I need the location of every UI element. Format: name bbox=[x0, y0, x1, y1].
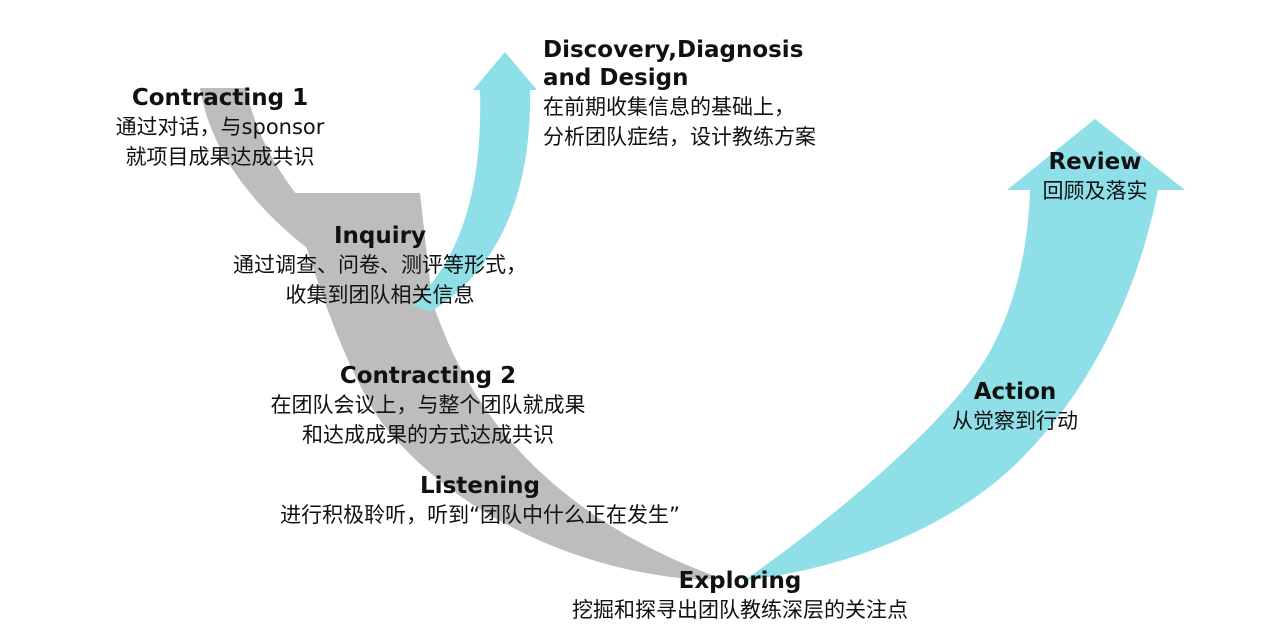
gray-band-wide bbox=[290, 193, 720, 580]
step-listening: Listening 进行积极聆听，听到“团队中什么正在发生” bbox=[190, 472, 770, 530]
step-inquiry: Inquiry 通过调查、问卷、测评等形式， 收集到团队相关信息 bbox=[170, 222, 590, 310]
cyan-arrow-review bbox=[745, 119, 1185, 580]
step-desc: 挖掘和探寻出团队教练深层的关注点 bbox=[572, 598, 908, 622]
step-contracting-2: Contracting 2 在团队会议上，与整个团队就成果 和达成成果的方式达成… bbox=[208, 362, 648, 450]
step-title: Review bbox=[1048, 149, 1142, 175]
cyan-arrow-discovery bbox=[412, 52, 537, 312]
step-desc: 在前期收集信息的基础上， bbox=[543, 95, 795, 119]
step-desc: 和达成成果的方式达成共识 bbox=[302, 423, 554, 447]
step-desc: 回顾及落实 bbox=[1042, 179, 1148, 203]
step-title: Action bbox=[973, 379, 1057, 405]
step-desc: 收集到团队相关信息 bbox=[285, 283, 475, 307]
step-title: Contracting 1 bbox=[131, 85, 309, 111]
step-desc: 在团队会议上，与整个团队就成果 bbox=[270, 393, 586, 417]
step-action: Action 从觉察到行动 bbox=[915, 378, 1115, 436]
step-desc: 进行积极聆听，听到“团队中什么正在发生” bbox=[280, 503, 680, 527]
step-desc: 分析团队症结，设计教练方案 bbox=[543, 125, 816, 149]
step-desc: 通过对话，与sponsor bbox=[115, 115, 325, 139]
step-title: Listening bbox=[420, 473, 540, 499]
step-discovery-diagnosis-design: Discovery,Diagnosis and Design 在前期收集信息的基… bbox=[543, 36, 816, 152]
step-desc: 就项目成果达成共识 bbox=[125, 145, 315, 169]
step-desc: 通过调查、问卷、测评等形式， bbox=[233, 253, 527, 277]
step-contracting-1: Contracting 1 通过对话，与sponsor 就项目成果达成共识 bbox=[80, 84, 360, 172]
step-review: Review 回顾及落实 bbox=[1010, 148, 1180, 206]
step-desc: 从觉察到行动 bbox=[952, 409, 1078, 433]
step-title: Inquiry bbox=[334, 223, 426, 249]
gray-band-narrow bbox=[200, 88, 425, 310]
step-title: Exploring bbox=[678, 568, 802, 594]
step-title-line2: and Design bbox=[543, 65, 689, 91]
step-exploring: Exploring 挖掘和探寻出团队教练深层的关注点 bbox=[500, 567, 980, 625]
step-title: Discovery,Diagnosis bbox=[543, 37, 804, 63]
step-title: Contracting 2 bbox=[339, 363, 517, 389]
